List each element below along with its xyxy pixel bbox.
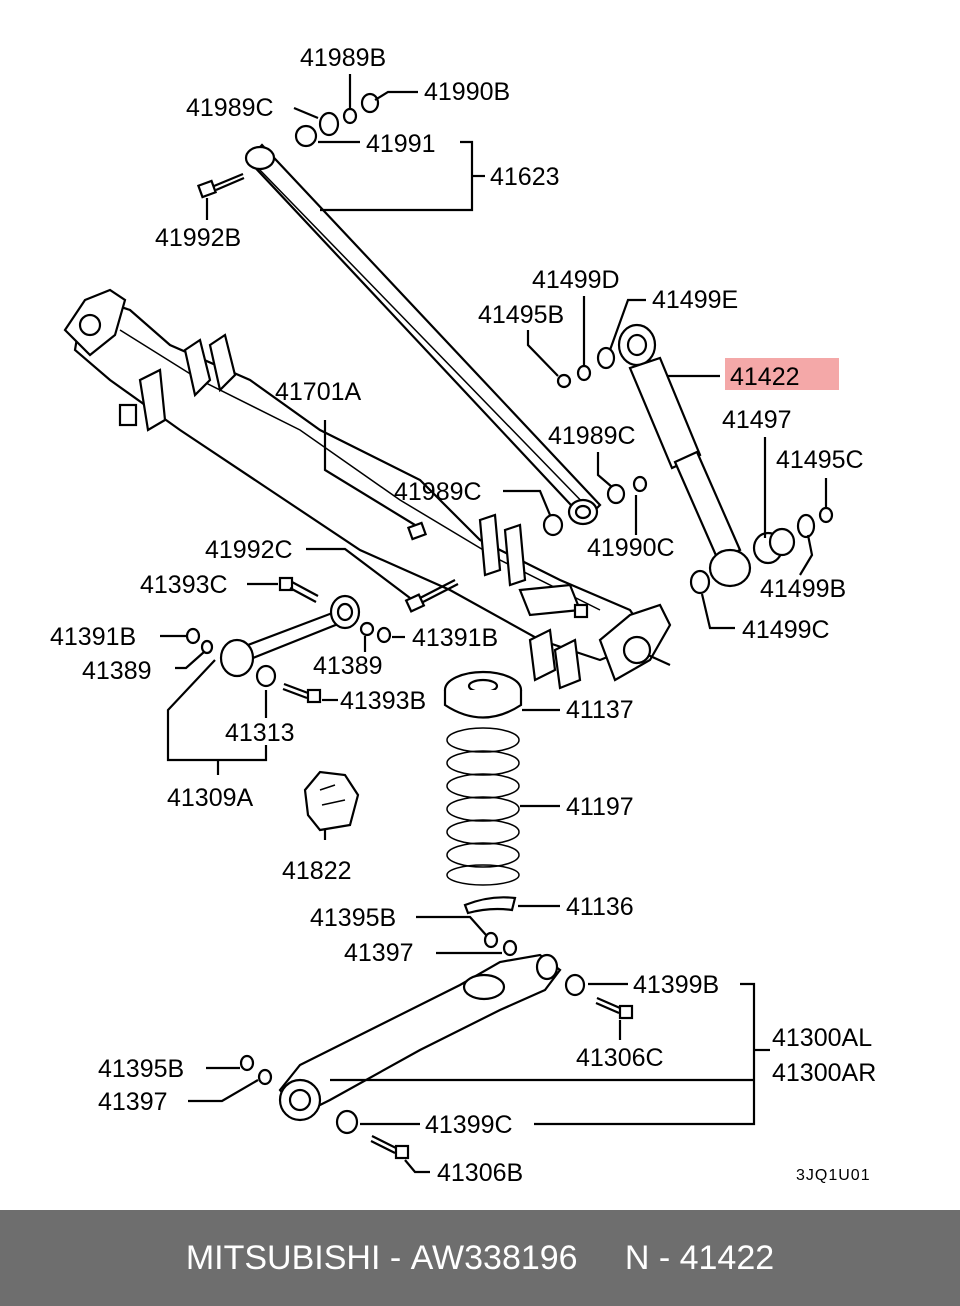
footer-part-number: AW338196 bbox=[410, 1238, 578, 1277]
footer-gap bbox=[578, 1239, 625, 1278]
top-bushings bbox=[294, 92, 380, 148]
label-41197[interactable]: 41197 bbox=[566, 793, 634, 821]
label-41991[interactable]: 41991 bbox=[366, 130, 436, 158]
bolt-41992b-drawing bbox=[196, 172, 245, 199]
lateral-link-drawing bbox=[185, 576, 392, 704]
label-41300ar[interactable]: 41300AR bbox=[772, 1059, 876, 1087]
footer-separator: - bbox=[380, 1238, 411, 1277]
label-41300al[interactable]: 41300AL bbox=[772, 1024, 872, 1052]
label-41389-right[interactable]: 41389 bbox=[313, 652, 383, 680]
label-41389-left[interactable]: 41389 bbox=[82, 657, 152, 685]
label-41422[interactable]: 41422 bbox=[730, 363, 800, 391]
label-41992c[interactable]: 41992C bbox=[205, 536, 293, 564]
label-41499b[interactable]: 41499B bbox=[760, 575, 846, 603]
label-41393c[interactable]: 41393C bbox=[140, 571, 228, 599]
label-41499c[interactable]: 41499C bbox=[742, 616, 830, 644]
label-41623[interactable]: 41623 bbox=[490, 163, 560, 191]
shock-hardware bbox=[542, 346, 834, 595]
diagram-code: 3JQ1U01 bbox=[796, 1167, 871, 1184]
label-41397-bot[interactable]: 41397 bbox=[98, 1088, 168, 1116]
label-41306b[interactable]: 41306B bbox=[437, 1159, 523, 1187]
spring-drawing bbox=[443, 670, 523, 915]
highlight-41422 bbox=[725, 358, 839, 390]
bump-stop-drawing bbox=[303, 770, 360, 832]
trailing-arm-drawing bbox=[239, 931, 634, 1160]
label-41989c-mid[interactable]: 41989C bbox=[548, 422, 636, 450]
label-41497[interactable]: 41497 bbox=[722, 406, 792, 434]
label-41391b-left[interactable]: 41391B bbox=[50, 623, 136, 651]
label-41399c[interactable]: 41399C bbox=[425, 1111, 513, 1139]
label-41393b[interactable]: 41393B bbox=[340, 687, 426, 715]
footer-brand: MITSUBISHI bbox=[185, 1238, 381, 1277]
label-41701a[interactable]: 41701A bbox=[275, 378, 362, 406]
lateral-rod-drawing bbox=[244, 143, 602, 526]
label-41399b[interactable]: 41399B bbox=[633, 971, 719, 999]
label-41397-top[interactable]: 41397 bbox=[344, 939, 414, 967]
label-41306c[interactable]: 41306C bbox=[576, 1044, 664, 1072]
label-41313[interactable]: 41313 bbox=[225, 719, 295, 747]
label-41495c[interactable]: 41495C bbox=[776, 446, 864, 474]
parts-diagram: 41989B 41990B 41989C 41991 41623 41992B … bbox=[50, 44, 876, 1187]
label-41137[interactable]: 41137 bbox=[566, 696, 634, 724]
label-41990b-top[interactable]: 41990B bbox=[424, 78, 510, 106]
footer-reference: N - 41422 bbox=[624, 1238, 775, 1277]
label-41989c-top[interactable]: 41989C bbox=[186, 94, 274, 122]
axle-beam-drawing bbox=[63, 288, 672, 690]
label-41499e[interactable]: 41499E bbox=[652, 286, 738, 314]
label-41309a[interactable]: 41309A bbox=[167, 784, 254, 812]
leader-lines bbox=[160, 74, 828, 1174]
label-41136[interactable]: 41136 bbox=[566, 893, 634, 921]
part-labels: 41989B 41990B 41989C 41991 41623 41992B … bbox=[50, 44, 876, 1187]
footer-bar: MITSUBISHI - AW338196 N - 41422 bbox=[0, 1210, 960, 1306]
label-41499d[interactable]: 41499D bbox=[532, 266, 620, 294]
label-41989b-top[interactable]: 41989B bbox=[300, 44, 386, 72]
label-41495b[interactable]: 41495B bbox=[478, 301, 564, 329]
shock-absorber-drawing bbox=[617, 323, 752, 588]
bolt-41992c-drawing bbox=[404, 579, 459, 613]
label-41990c[interactable]: 41990C bbox=[587, 534, 675, 562]
label-41395b-top[interactable]: 41395B bbox=[310, 904, 396, 932]
label-41395b-bot[interactable]: 41395B bbox=[98, 1055, 184, 1083]
label-41992b[interactable]: 41992B bbox=[155, 224, 241, 252]
label-41822[interactable]: 41822 bbox=[282, 857, 352, 885]
label-41391b-right[interactable]: 41391B bbox=[412, 624, 498, 652]
label-41989c-left[interactable]: 41989C bbox=[394, 478, 482, 506]
